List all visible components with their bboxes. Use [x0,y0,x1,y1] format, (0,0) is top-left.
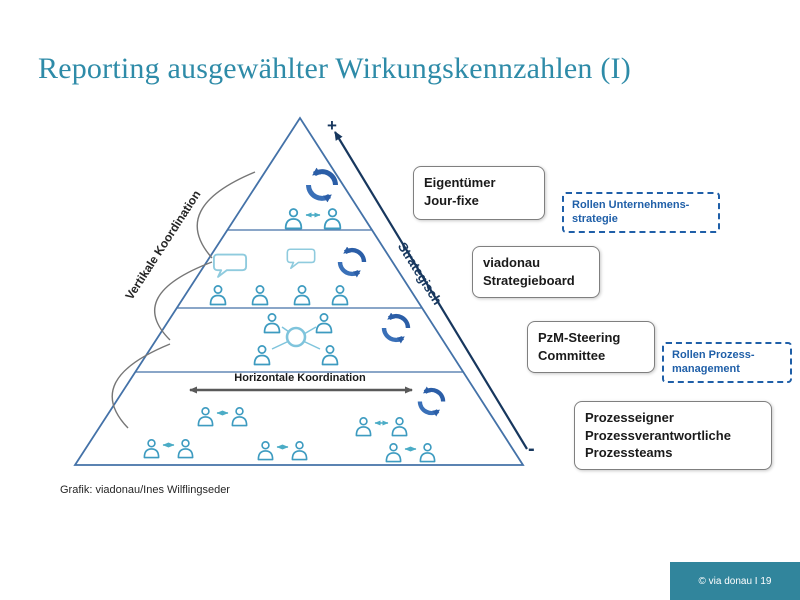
page-title: Reporting ausgewählter Wirkungskennzahle… [38,52,631,85]
role-note-unternehmensstrategie: Rollen Unternehmens- strategie [562,192,720,233]
footer-band: © via donau I 19 [670,562,800,600]
vertical-arc-1 [196,171,256,259]
horizontal-axis-label: Horizontale Koordination [234,372,366,384]
graphic-credit: Grafik: viadonau/Ines Wilflingseder [60,484,230,496]
governance-box-steering-committee: PzM-Steering Committee [527,321,655,373]
axis-plus-sign: + [327,116,337,135]
governance-box-prozessteams: Prozesseigner Prozessverantwortliche Pro… [574,401,772,470]
network-line [302,340,321,350]
vertical-arc-2 [153,261,213,341]
axis-minus-sign: - [528,438,535,460]
strategic-axis-arrow [334,131,528,450]
governance-box-eigentuemer: Eigentümer Jour-fixe [413,166,545,220]
governance-box-strategieboard: viadonau Strategieboard [472,246,600,298]
network-line [303,326,317,335]
pyramid-level-1 [284,172,342,230]
pyramid-level-3 [253,313,409,366]
role-note-prozessmanagement: Rollen Prozess- management [662,342,792,383]
footer-text: © via donau I 19 [698,575,772,587]
network-ring-icon [285,326,307,348]
network-line [271,340,290,350]
pyramid-level-4 [143,386,443,463]
vertical-arc-3 [111,343,171,429]
